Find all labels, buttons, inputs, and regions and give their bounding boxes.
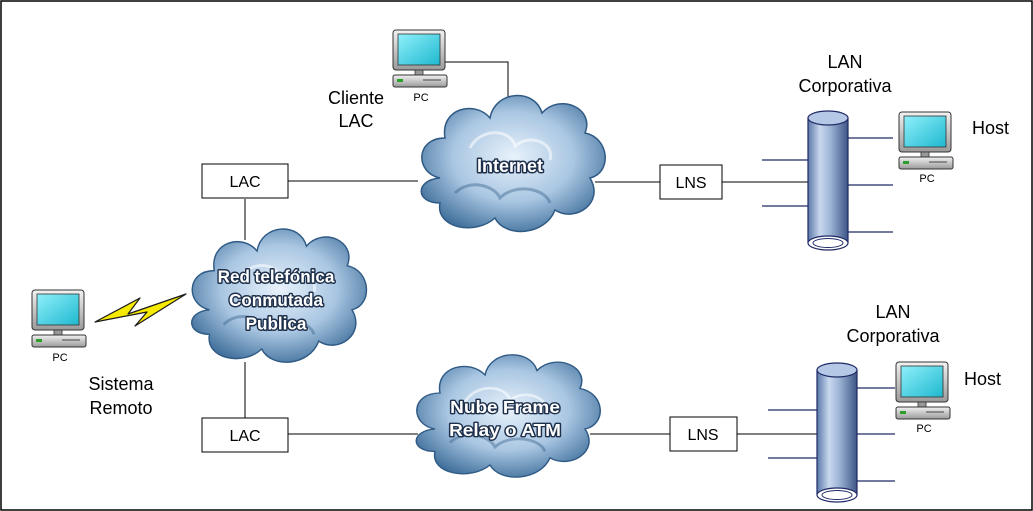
framerelay-label-line1: Nube Frame — [450, 398, 560, 417]
svg-text:LAN: LAN — [827, 52, 862, 72]
pstn-cloud: Red telefónica Conmutada Publica — [190, 227, 368, 364]
framerelay-cloud: Nube Frame Relay o ATM — [414, 353, 602, 479]
svg-text:Remoto: Remoto — [89, 398, 152, 418]
lightning-bolt-icon — [94, 293, 187, 327]
remote-computer: PC — [31, 289, 87, 364]
svg-text:LAN: LAN — [875, 302, 910, 322]
host-bottom-pc-label: PC — [916, 423, 931, 435]
framerelay-label-line2: Relay o ATM — [449, 421, 561, 440]
lac-bottom-box: LAC — [201, 417, 289, 453]
computer-icon — [392, 29, 448, 88]
sistema-remoto-label: Sistema Remoto — [88, 374, 154, 418]
computer-icon — [895, 361, 951, 420]
svg-text:LAC: LAC — [338, 111, 373, 131]
svg-text:Corporativa: Corporativa — [798, 76, 892, 96]
pstn-label-line1: Red telefónica — [218, 266, 335, 286]
remote-pc-label: PC — [52, 352, 67, 364]
internet-cloud: Internet — [419, 94, 607, 233]
lan-bottom-label: LAN Corporativa — [846, 302, 940, 346]
connection-lines — [244, 61, 818, 435]
pstn-label-line2: Conmutada — [229, 290, 323, 310]
svg-text:Cliente: Cliente — [328, 88, 384, 108]
lac-top-box: LAC — [201, 163, 289, 199]
lan-cylinder-icon — [807, 110, 849, 251]
computer-icon — [31, 289, 87, 348]
internet-label: Internet — [477, 156, 543, 176]
lac-top-label: LAC — [229, 174, 260, 191]
lan-top-label: LAN Corporativa — [798, 52, 892, 96]
cliente-lac-label: Cliente LAC — [328, 88, 384, 131]
cliente-pc-label: PC — [413, 92, 428, 104]
lns-top-box: LNS — [659, 164, 723, 200]
computer-icon — [898, 111, 954, 170]
lan-cylinder-icon — [816, 362, 858, 503]
lan-top-cylinder — [807, 110, 849, 251]
host-top-computer: PC — [898, 111, 954, 185]
svg-text:Corporativa: Corporativa — [846, 326, 940, 346]
pstn-label-line3: Publica — [246, 313, 307, 333]
lns-bottom-label: LNS — [687, 427, 718, 444]
lan-bottom-taps — [768, 387, 895, 482]
cliente-computer: PC — [392, 29, 448, 104]
lan-top-taps — [762, 137, 893, 233]
svg-text:Sistema: Sistema — [88, 374, 154, 394]
lan-bottom-cylinder — [816, 362, 858, 503]
host-top-pc-label: PC — [919, 173, 934, 185]
host-bottom-computer: PC — [895, 361, 951, 435]
host-top-label: Host — [972, 118, 1009, 138]
lns-top-label: LNS — [675, 175, 706, 192]
lns-bottom-box: LNS — [669, 416, 738, 452]
host-bottom-label: Host — [964, 369, 1001, 389]
lac-bottom-label: LAC — [229, 428, 260, 445]
